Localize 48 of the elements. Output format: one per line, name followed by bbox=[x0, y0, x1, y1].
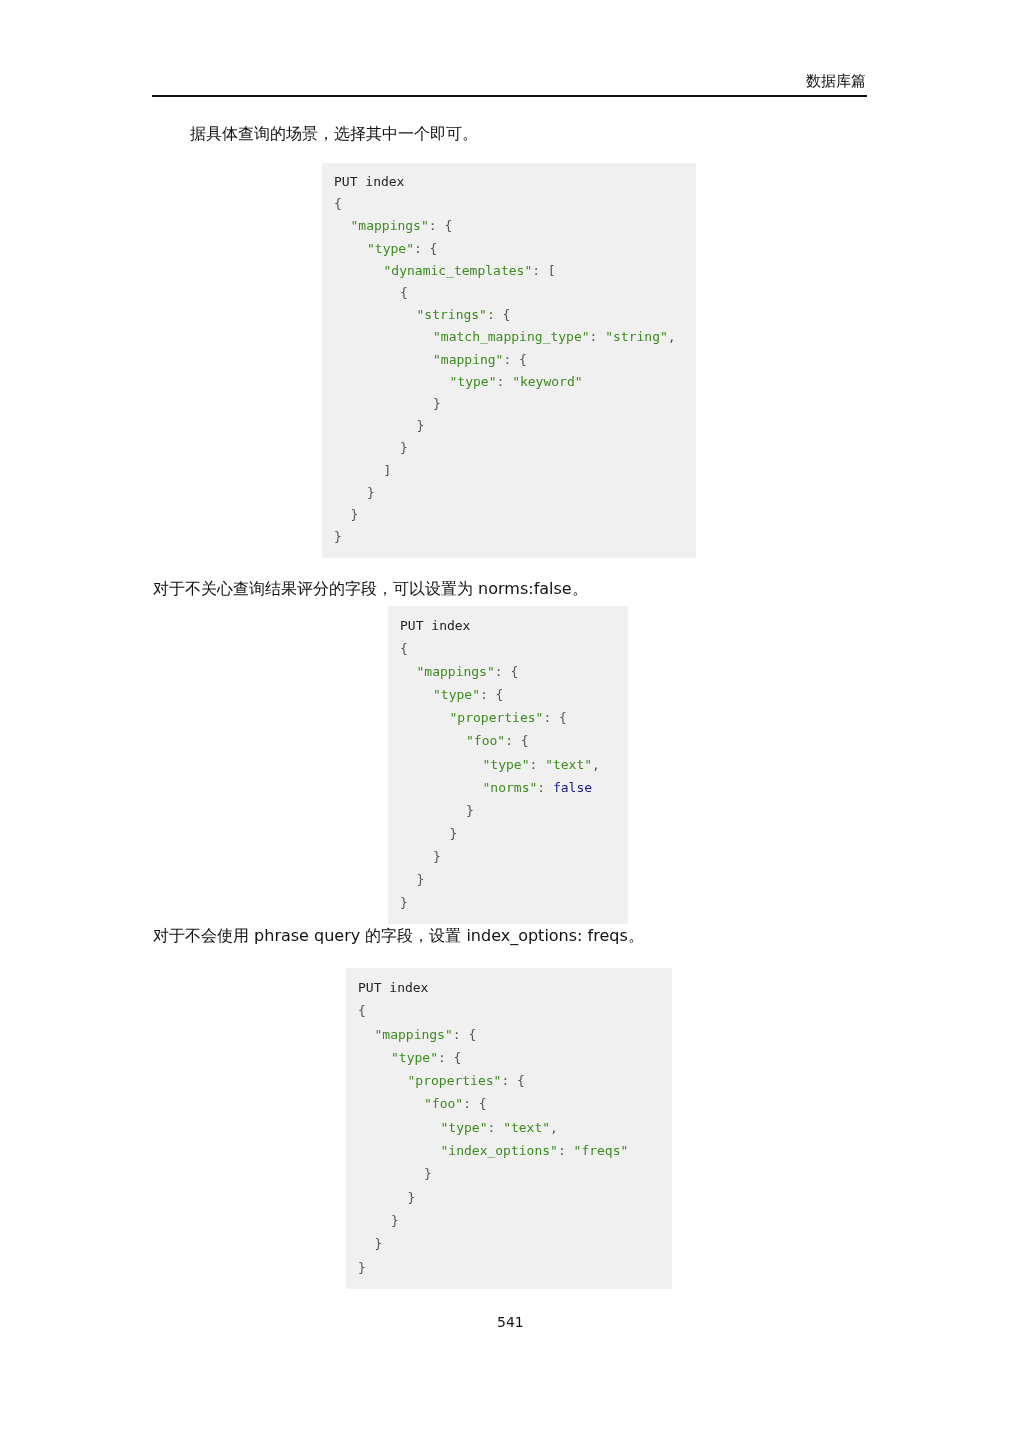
code-line: "type": "keyword" bbox=[448, 372, 584, 391]
code-line: } bbox=[465, 801, 475, 820]
code-line: { bbox=[400, 640, 409, 659]
code-line: PUT index bbox=[334, 173, 406, 191]
code-line: ] bbox=[382, 461, 393, 480]
code-line: "type": { bbox=[390, 1048, 463, 1067]
code-line: { bbox=[399, 284, 409, 302]
page-number: 541 bbox=[497, 1314, 524, 1330]
running-header: 数据库篇 bbox=[806, 72, 866, 91]
body-paragraph: 对于不关心查询结果评分的字段，可以设置为 norms:false。 bbox=[153, 579, 588, 600]
code-line: } bbox=[423, 1165, 433, 1184]
code-line: } bbox=[373, 1235, 384, 1254]
code-line: "mappings": { bbox=[415, 663, 520, 682]
code-line: } bbox=[432, 847, 442, 866]
code-line: } bbox=[334, 528, 343, 547]
code-line: } bbox=[406, 1188, 417, 1207]
code-line: } bbox=[358, 1258, 367, 1277]
code-line: { bbox=[334, 195, 343, 214]
body-paragraph: 据具体查询的场景，选择其中一个即可。 bbox=[190, 124, 478, 145]
code-line: "type": { bbox=[432, 686, 505, 705]
code-line: } bbox=[399, 439, 409, 458]
code-line: "foo": { bbox=[465, 732, 530, 751]
code-line: "properties": { bbox=[448, 709, 568, 728]
code-line: } bbox=[415, 417, 426, 436]
code-line: } bbox=[390, 1211, 400, 1230]
code-line: } bbox=[366, 483, 376, 502]
code-line: "norms": false bbox=[481, 778, 594, 797]
code-line: "properties": { bbox=[406, 1072, 526, 1091]
code-line: "mappings": { bbox=[373, 1025, 478, 1044]
code-line: } bbox=[349, 506, 360, 525]
code-line: } bbox=[432, 395, 442, 414]
code-line: "type": { bbox=[366, 239, 439, 258]
code-line: "type": "text", bbox=[481, 755, 601, 774]
code-line: } bbox=[448, 824, 459, 843]
body-paragraph: 对于不会使用 phrase query 的字段，设置 index_options: freqs。 bbox=[153, 926, 644, 947]
code-line: "type": "text", bbox=[439, 1118, 559, 1137]
code-line: "mapping": { bbox=[432, 350, 528, 369]
code-line: } bbox=[415, 871, 426, 890]
code-line: { bbox=[358, 1002, 367, 1021]
code-line: "strings": { bbox=[415, 306, 512, 325]
code-line: } bbox=[400, 894, 409, 913]
code-line: "dynamic_templates": [ bbox=[382, 261, 557, 280]
code-line: "index_options": "freqs" bbox=[439, 1142, 630, 1161]
code-line: "mappings": { bbox=[349, 217, 454, 236]
code-line: PUT index bbox=[358, 979, 430, 997]
code-line: "match_mapping_type": "string", bbox=[432, 328, 677, 347]
code-line: "foo": { bbox=[423, 1095, 488, 1114]
code-line: PUT index bbox=[400, 617, 472, 635]
